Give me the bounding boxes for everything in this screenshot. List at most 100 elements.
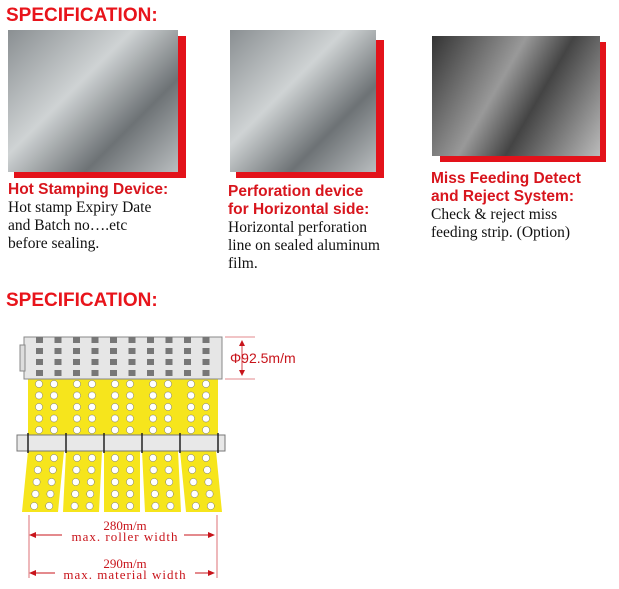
blister-pocket: [149, 466, 158, 474]
roller-hole: [202, 359, 210, 365]
blister-pocket: [73, 391, 81, 400]
blister-pocket: [187, 403, 195, 411]
roller-hole: [184, 348, 191, 354]
blister-pocket: [126, 414, 134, 423]
hot-stamping-photo: [8, 30, 178, 172]
blister-pocket: [164, 426, 172, 434]
blister-pocket: [111, 466, 119, 474]
blister-pocket: [73, 426, 81, 434]
strip-lane: [104, 451, 140, 512]
roller-hole: [147, 348, 154, 354]
roller-hole: [202, 370, 210, 376]
roller-hole: [184, 370, 191, 376]
feature-title: Hot Stamping Device:: [8, 181, 169, 198]
blister-pocket: [111, 391, 119, 400]
blister-pocket: [126, 490, 134, 498]
blister-pocket: [164, 403, 172, 411]
blister-pocket: [166, 502, 175, 510]
blister-pocket: [35, 454, 43, 462]
blister-pocket: [202, 403, 210, 411]
feature-desc: Check & reject miss: [431, 206, 558, 223]
blister-pocket: [202, 391, 210, 400]
blister-pocket: [164, 391, 172, 400]
blister-pocket: [70, 502, 79, 510]
blister-pocket: [111, 403, 119, 411]
roller-hole: [202, 337, 210, 343]
blister-pocket: [126, 454, 134, 462]
blister-pocket: [126, 466, 134, 474]
roller-hole: [36, 337, 43, 343]
roller-diameter: Φ92.5m/m: [230, 350, 296, 366]
strip-lane: [22, 451, 64, 512]
blister-pocket: [73, 403, 81, 411]
perforation-roller: [23, 336, 223, 380]
blister-pocket: [187, 391, 195, 400]
blister-pocket: [111, 478, 119, 486]
roller-hole: [184, 359, 191, 365]
blister-pocket: [73, 454, 81, 462]
blister-pocket: [88, 391, 96, 400]
strip-upper: [28, 379, 218, 435]
material-width-label: max. material width: [63, 567, 187, 582]
blister-pocket: [86, 478, 95, 486]
feature-title: for Horizontal side:: [228, 201, 370, 218]
roller-hole: [91, 337, 99, 343]
blister-pocket: [47, 478, 56, 486]
roller-hole: [147, 370, 154, 376]
blister-pocket: [33, 466, 42, 474]
blister-pocket: [164, 466, 173, 474]
blister-pocket: [188, 466, 197, 474]
blister-pocket: [50, 403, 58, 411]
blister-pocket: [150, 490, 159, 498]
roller-hole: [165, 359, 173, 365]
blister-pocket: [126, 478, 134, 486]
blister-pocket: [35, 414, 43, 423]
blister-pocket: [190, 490, 199, 498]
feature-desc: Hot stamp Expiry Date: [8, 199, 152, 216]
roller-hole: [54, 337, 62, 343]
roller-hole: [128, 370, 136, 376]
roller-hole: [36, 348, 43, 354]
blister-pocket: [50, 426, 58, 434]
blister-pocket: [72, 466, 81, 474]
material-width-value: 290m/m: [103, 556, 147, 571]
blister-pocket: [187, 380, 195, 388]
blister-pocket: [164, 454, 172, 462]
roller-hole: [147, 337, 154, 343]
section-heading-1: SPECIFICATION:: [6, 5, 158, 26]
blister-pocket: [126, 380, 134, 388]
blister-pocket: [126, 403, 134, 411]
roller-hole: [73, 348, 80, 354]
blister-pocket: [86, 490, 95, 498]
roller-diagram: [16, 336, 255, 578]
blister-pocket: [50, 391, 58, 400]
blister-pocket: [50, 380, 58, 388]
feature-title: Perforation device: [228, 183, 364, 200]
blister-pocket: [149, 454, 157, 462]
blister-pocket: [187, 426, 195, 434]
blister-pocket: [151, 502, 160, 510]
roller-hole: [128, 337, 136, 343]
blister-pocket: [149, 391, 157, 400]
blister-pocket: [111, 490, 119, 498]
blister-pocket: [150, 478, 159, 486]
blister-pocket: [165, 478, 174, 486]
blister-pocket: [189, 478, 198, 486]
blister-pocket: [205, 490, 214, 498]
blister-pocket: [32, 478, 41, 486]
blister-pocket: [88, 426, 96, 434]
blister-pocket: [187, 414, 195, 423]
blister-pocket: [149, 380, 157, 388]
feature-desc: line on sealed aluminum: [228, 237, 380, 254]
roller-hole: [128, 359, 136, 365]
blister-pocket: [73, 414, 81, 423]
feature-desc: film.: [228, 255, 258, 272]
blister-pocket: [30, 502, 39, 510]
roller-hole: [110, 337, 117, 343]
feature-desc: before sealing.: [8, 235, 100, 252]
roller-hole: [202, 348, 210, 354]
blister-pocket: [202, 380, 210, 388]
blister-pocket: [88, 403, 96, 411]
strip-lane: [142, 451, 181, 512]
strip-lane: [63, 451, 102, 512]
